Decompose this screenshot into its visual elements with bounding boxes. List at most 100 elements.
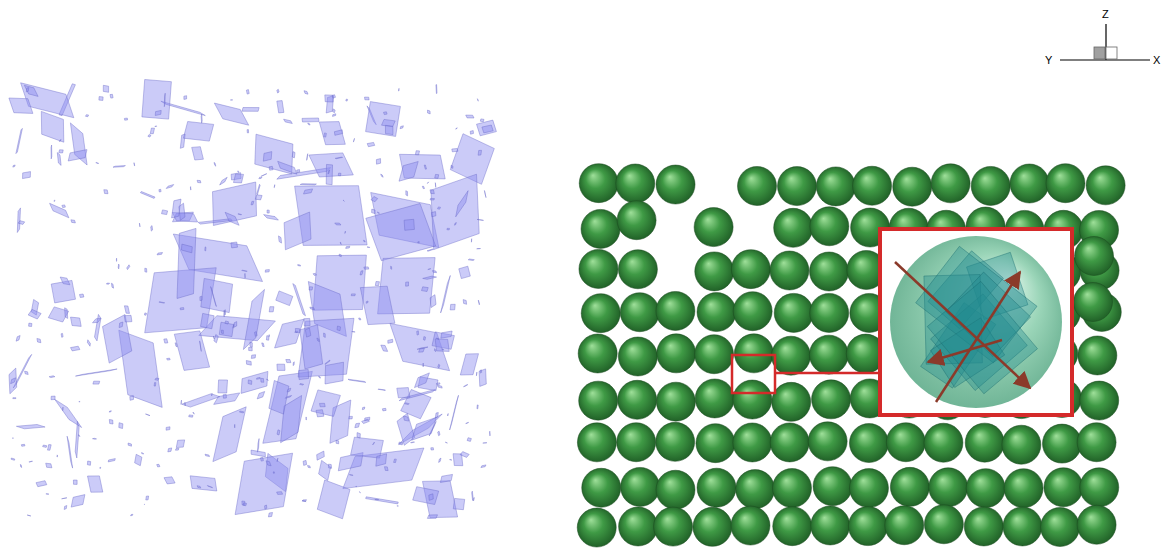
- sphere-particle: [893, 167, 932, 206]
- fracture-plane: [266, 379, 268, 380]
- fracture-plane: [190, 476, 217, 491]
- fracture-plane: [46, 463, 52, 468]
- fracture-plane: [213, 182, 257, 226]
- fracture-plane: [338, 173, 341, 176]
- fracture-plane: [109, 420, 113, 425]
- fracture-plane: [207, 486, 212, 488]
- sphere-particle: [734, 334, 773, 373]
- fracture-plane: [109, 411, 111, 412]
- fracture-plane: [304, 91, 308, 95]
- sphere-particle: [773, 507, 812, 546]
- fracture-plane: [27, 515, 31, 516]
- fracture-plane: [302, 118, 319, 122]
- fracture-plane: [298, 265, 301, 267]
- fracture-plane: [277, 492, 283, 495]
- fracture-plane: [427, 515, 437, 519]
- fracture-plane: [26, 88, 29, 92]
- fracture-plane: [230, 99, 232, 100]
- fracture-plane: [478, 300, 479, 305]
- fracture-plane: [337, 326, 341, 331]
- fracture-plane: [423, 276, 437, 279]
- fracture-plane: [251, 355, 255, 359]
- fracture-plane: [328, 464, 331, 468]
- fracture-plane: [124, 306, 129, 314]
- fracture-plane: [277, 89, 279, 93]
- fracture-plane: [277, 458, 279, 462]
- fracture-plane: [348, 379, 366, 382]
- fracture-plane: [466, 422, 469, 423]
- fracture-plane: [450, 459, 452, 461]
- fracture-plane: [99, 467, 101, 468]
- fracture-plane: [176, 440, 184, 448]
- fracture-plane: [429, 494, 434, 501]
- sphere-particle: [733, 380, 772, 419]
- fracture-plane: [106, 283, 109, 284]
- fracture-plane: [303, 460, 307, 465]
- fracture-plane: [218, 380, 228, 393]
- fracture-plane: [300, 384, 304, 386]
- inset-fractures: [916, 246, 1038, 393]
- fracture-plane: [28, 309, 41, 319]
- sphere-particle: [582, 468, 621, 507]
- sphere-particle: [770, 251, 809, 290]
- fracture-plane: [223, 395, 226, 399]
- fracture-plane: [390, 323, 450, 370]
- fracture-plane: [248, 380, 252, 385]
- fracture-plane: [364, 267, 369, 269]
- inset-sphere: [890, 236, 1062, 408]
- fracture-plane: [316, 410, 324, 417]
- fracture-plane: [197, 180, 201, 183]
- sphere-particle: [1004, 469, 1043, 508]
- sphere-particle: [617, 423, 656, 462]
- fracture-plane: [60, 277, 70, 285]
- sphere-particle: [816, 167, 855, 206]
- sphere-particle: [618, 337, 657, 376]
- fracture-plane: [311, 390, 340, 417]
- fracture-plane: [335, 223, 341, 225]
- fracture-plane: [184, 96, 187, 100]
- sphere-particle: [579, 381, 618, 420]
- fracture-plane: [439, 458, 441, 462]
- fracture-plane: [433, 271, 437, 273]
- fracture-plane: [265, 505, 267, 509]
- fracture-plane: [273, 472, 274, 474]
- axis-label: Z: [1102, 9, 1109, 20]
- fracture-plane: [164, 339, 168, 343]
- fracture-plane: [308, 466, 311, 468]
- fracture-plane: [309, 287, 313, 290]
- fracture-plane: [412, 417, 437, 440]
- fracture-plane: [317, 451, 325, 460]
- fracture-plane: [325, 95, 333, 102]
- fracture-plane: [284, 212, 311, 250]
- fracture-plane: [166, 427, 170, 430]
- fracture-plane: [445, 442, 447, 444]
- fracture-plane: [397, 388, 410, 398]
- fracture-plane: [394, 459, 397, 463]
- fracture-plane: [57, 455, 59, 457]
- fracture-plane: [467, 438, 471, 442]
- fracture-plane: [24, 85, 38, 96]
- fracture-plane: [413, 487, 439, 505]
- sphere-particle: [810, 252, 849, 291]
- fracture-plane: [159, 189, 161, 192]
- fracture-plane: [261, 378, 264, 382]
- fracture-plane: [200, 296, 202, 301]
- fracture-plane: [365, 417, 370, 421]
- fracture-plane: [246, 361, 251, 366]
- fracture-plane: [128, 443, 131, 446]
- fracture-plane: [286, 360, 291, 363]
- sphere-particle: [810, 207, 849, 246]
- fracture-plane: [456, 128, 458, 129]
- fracture-plane: [397, 413, 415, 445]
- fracture-plane: [317, 480, 350, 519]
- fracture-plane: [300, 184, 316, 185]
- fracture-plane: [190, 187, 192, 191]
- fracture-plane: [164, 477, 175, 484]
- sphere-particle: [964, 507, 1003, 546]
- sphere-particle: [656, 165, 695, 204]
- sphere-particle: [777, 167, 816, 206]
- fracture-plane: [198, 219, 232, 224]
- fracture-plane: [377, 212, 379, 214]
- fracture-plane: [13, 397, 16, 399]
- fracture-plane: [219, 322, 233, 336]
